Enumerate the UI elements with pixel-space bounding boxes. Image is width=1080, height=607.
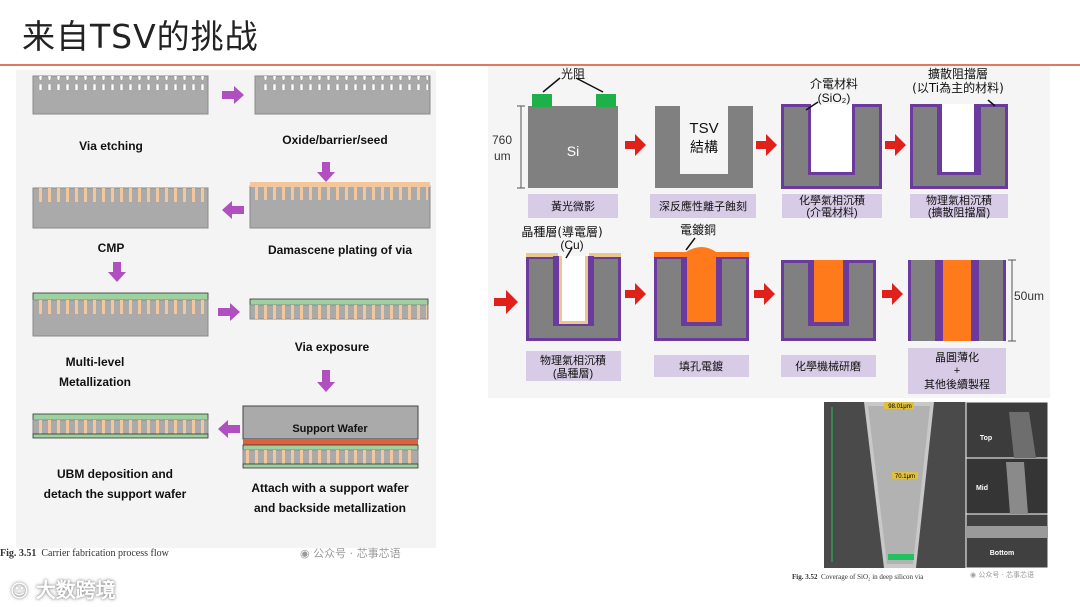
- tsv-label: TSV: [689, 120, 718, 137]
- dielectric-label: 介電材料: [810, 77, 858, 91]
- wafer-support-attach: [242, 405, 419, 469]
- tsv-cell-plating: [654, 237, 749, 341]
- seed-material-label: (Cu): [560, 238, 583, 252]
- wechat-icon: ◉: [300, 547, 310, 560]
- photoresist-label: 光阻: [561, 67, 585, 81]
- tsv-cell-drie: TSV 結構: [655, 106, 753, 188]
- dimension-50: 50um: [1014, 289, 1044, 303]
- wafer-via-exposure: [249, 298, 429, 320]
- step-label-cmp: CMP: [98, 241, 125, 255]
- step-label-damascene: Damascene plating of via: [267, 243, 413, 257]
- step-cvd-sub: (介電材料): [806, 205, 857, 219]
- support-wafer-label: Support Wafer: [292, 423, 368, 435]
- plated-cu-label: 電鍍銅: [680, 222, 716, 237]
- step-thinning: 晶圓薄化: [935, 350, 979, 364]
- step-plating: 填孔電鍍: [679, 359, 723, 373]
- step-pvd-barrier: 物理氣相沉積: [926, 193, 992, 207]
- carrier-process-flow-diagram: Support Wafer Via etching Oxide/barrier/…: [16, 70, 436, 548]
- tsv-process-diagram: 760 um Si 光阻 TSV 結構 介電材料 (SiO₂): [488, 66, 1050, 398]
- si-label: Si: [567, 143, 579, 159]
- tsv-cell-pvd-barrier: [910, 99, 1008, 189]
- tsv-arrows-row2: [625, 283, 903, 305]
- figure-caption-351: Fig. 3.51 Carrier fabrication process fl…: [0, 548, 169, 559]
- wafer-multilevel-metallization: [32, 292, 209, 337]
- caption-number-352: Fig. 3.52: [792, 573, 818, 581]
- wafer-ubm-deposition: [32, 413, 209, 439]
- figure-caption-352: Fig. 3.52 Coverage of SiO₂ in deep silic…: [792, 573, 923, 581]
- tsv-cell-thinning: [908, 260, 1006, 341]
- tsv-row1-labels: [528, 194, 1008, 218]
- step-label-attach-support: Attach with a support wafer and backside…: [251, 481, 409, 515]
- wafer-cmp: [32, 187, 209, 229]
- page-title: 来自TSV的挑战: [22, 17, 259, 56]
- step-cvd: 化學氣相沉積: [799, 193, 865, 207]
- caption-text-352: Coverage of SiO₂ in deep silicon via: [820, 573, 924, 581]
- tsv-row2-labels: [526, 348, 1006, 394]
- panel-label-mid: Mid: [976, 485, 988, 492]
- step-pvd-seed-sub: (晶種層): [553, 366, 593, 380]
- title-divider: [0, 64, 1080, 66]
- step-pvd-barrier-sub: (擴散阻擋層): [928, 205, 990, 219]
- step-thinning-plus: +: [954, 365, 960, 377]
- step-drie: 深反應性離子蝕刻: [659, 199, 747, 213]
- brand-logo: ☺ 大数跨境: [10, 578, 116, 602]
- caption-number: Fig. 3.51: [0, 548, 37, 559]
- watermark-right: ◉ 公众号 · 芯事芯语: [970, 571, 1035, 579]
- dimension-760: 760: [492, 133, 512, 147]
- step-label-via-exposure: Via exposure: [295, 340, 370, 354]
- tsv-arrows-row1: [625, 134, 906, 156]
- wafer-oxide-barrier-seed: [254, 75, 431, 115]
- dimension-760-unit: um: [494, 149, 511, 163]
- sem-micrograph: 98.01μm 70.1μm Top Mid Bottom: [824, 402, 1048, 568]
- dielectric-formula: (SiO₂): [818, 91, 851, 105]
- tsv-structure-label: 結構: [690, 140, 718, 156]
- step-pvd-seed: 物理氣相沉積: [540, 353, 606, 367]
- step-label-ubm: UBM deposition and detach the support wa…: [43, 467, 187, 501]
- row2-entry-arrow: [494, 290, 518, 314]
- step-label-via-etching: Via etching: [79, 139, 143, 153]
- top-width-label: 98.01μm: [888, 404, 911, 410]
- brand-logo-icon: ☺: [10, 581, 29, 602]
- tsv-cell-photolithography: Si: [528, 77, 618, 188]
- barrier-label: 擴散阻擋層: [928, 66, 988, 81]
- step-post-process: 其他後續製程: [924, 377, 990, 391]
- seed-label: 晶種層(導電層): [521, 225, 602, 239]
- step-label-multilevel: Multi-level Metallization: [58, 355, 131, 389]
- step-photolithography: 黃光微影: [551, 199, 595, 213]
- tsv-cell-pvd-seed: [526, 247, 621, 341]
- flow-arrows: [108, 86, 335, 438]
- tsv-cell-cvd: [781, 101, 882, 189]
- step-cmp: 化學機械研磨: [795, 359, 861, 373]
- panel-label-top: Top: [980, 435, 992, 442]
- caption-text: Carrier fabrication process flow: [41, 548, 169, 559]
- barrier-material-label: (以Ti為主的材料): [912, 80, 1004, 95]
- wechat-icon: ◉: [970, 571, 977, 579]
- tsv-cell-cmp: [781, 260, 876, 341]
- watermark-left: ◉ 公众号 · 芯事芯语: [300, 547, 401, 560]
- panel-label-bottom: Bottom: [990, 550, 1015, 557]
- mid-width-label: 70.1μm: [895, 474, 915, 480]
- wafer-damascene-plating: [249, 182, 431, 229]
- wafer-via-etching: [32, 75, 209, 115]
- step-label-oxide-barrier-seed: Oxide/barrier/seed: [282, 133, 387, 147]
